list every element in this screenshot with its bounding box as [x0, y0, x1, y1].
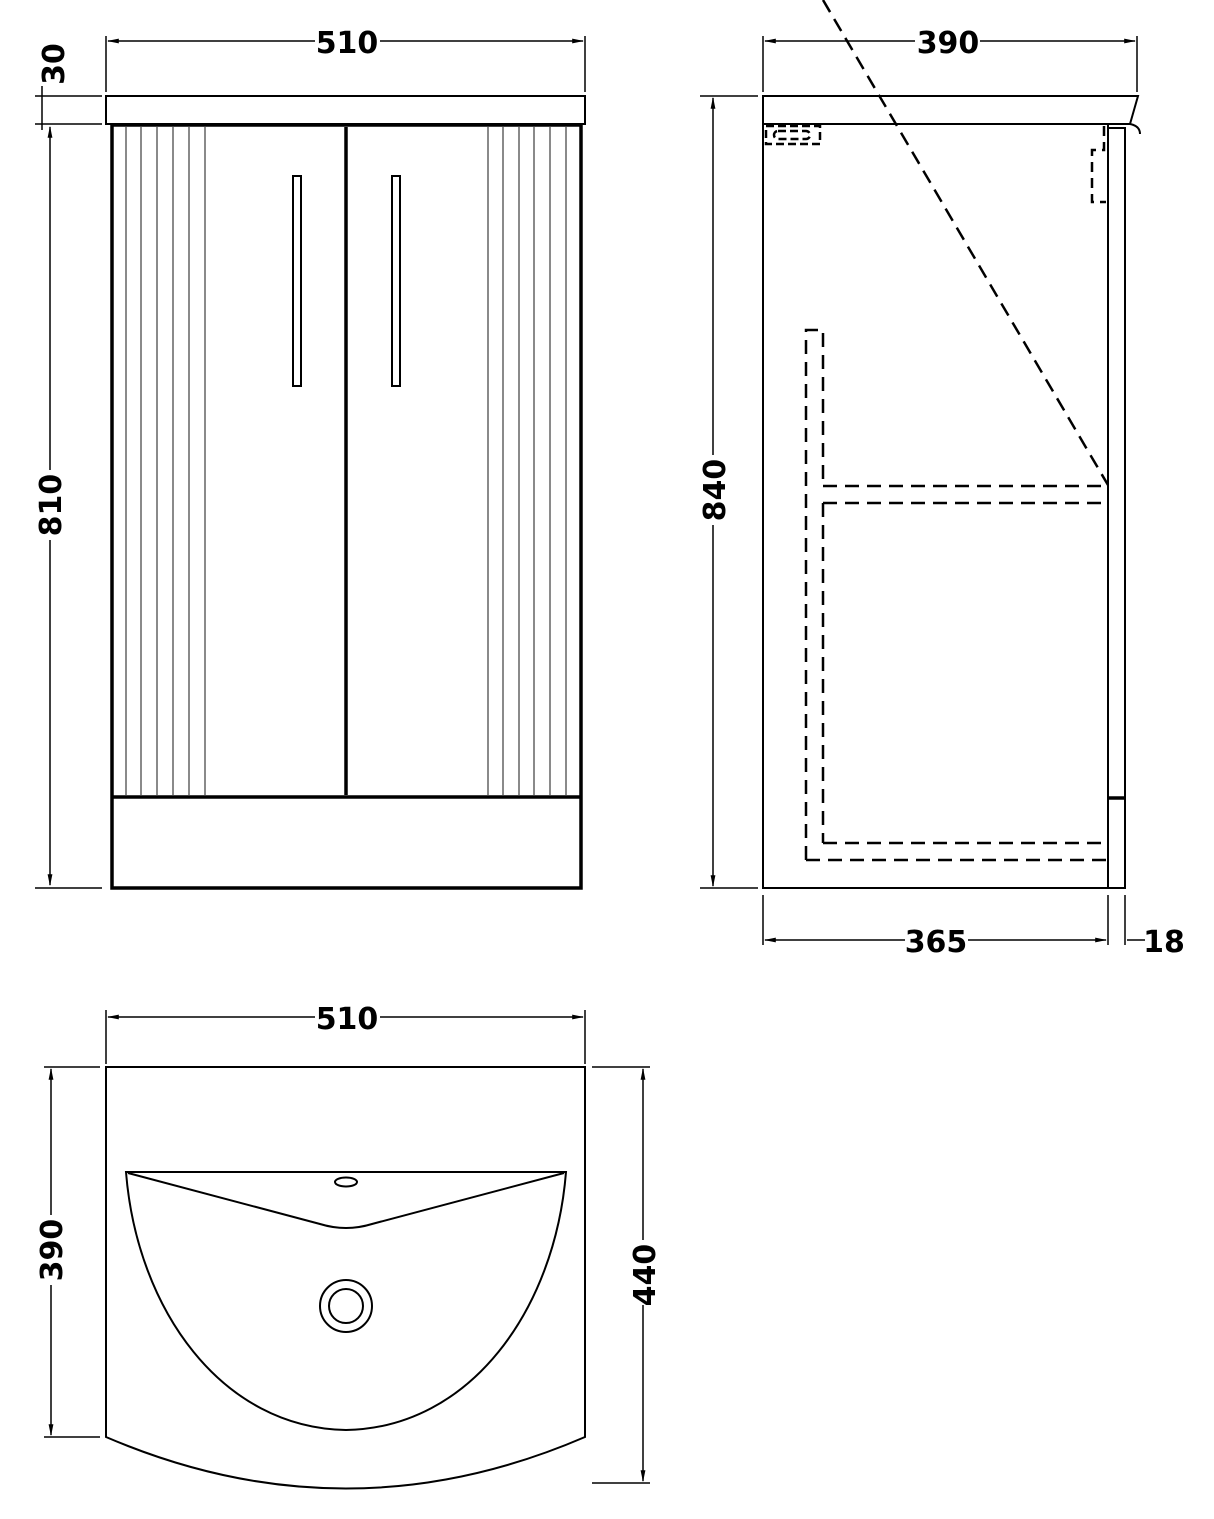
- basin-top-slab: [105, 95, 586, 125]
- left-door-handle: [292, 175, 302, 387]
- door-thickness-label: 18: [1143, 925, 1185, 960]
- side-carcass: [762, 124, 1108, 889]
- basin-bowl: [124, 1171, 568, 1432]
- basin-tap-ledge: [127, 1172, 565, 1229]
- right-door-handle: [391, 175, 401, 387]
- side-door-panel: [1107, 127, 1126, 889]
- waste-outer-ring: [319, 1279, 373, 1333]
- side-height-label: 840: [698, 459, 733, 522]
- basin-width-dimension: 510: [105, 1002, 586, 1064]
- cabinet-carcass: [110, 123, 583, 890]
- basin-plan-view: 510 390 440: [35, 1002, 663, 1490]
- left-door-fluting: [125, 127, 206, 795]
- internal-shelf-hidden: [804, 0, 1110, 862]
- top-thickness-dimension: 30: [35, 43, 102, 130]
- basin-lip: [1129, 123, 1141, 135]
- basin-outline: [105, 1066, 586, 1490]
- cabinet-height-dimension: 810: [34, 125, 102, 889]
- side-height-dimension: 840: [698, 95, 758, 889]
- side-depth-label: 390: [917, 26, 980, 61]
- waste-outlet-hidden: [764, 124, 822, 146]
- basin-width-label: 510: [316, 1002, 379, 1037]
- top-thickness-label: 30: [37, 43, 72, 85]
- front-view: 510 30 810: [34, 26, 586, 890]
- front-width-dimension: 510: [105, 26, 586, 92]
- front-width-label: 510: [316, 26, 379, 61]
- waste-inner-ring: [328, 1288, 364, 1324]
- right-door-fluting: [487, 127, 567, 795]
- side-depth-dimension: 390: [762, 26, 1138, 92]
- cabinet-height-label: 810: [34, 474, 69, 537]
- side-top-slab: [762, 95, 1140, 125]
- carcass-depth-dimension: 365 18: [762, 895, 1185, 960]
- side-view: 390 840: [698, 0, 1185, 960]
- basin-side-depth-label: 390: [35, 1219, 70, 1282]
- basin-centre-depth-dimension: 440: [592, 1066, 663, 1484]
- basin-bowl-hidden: [1090, 126, 1106, 204]
- basin-centre-depth-label: 440: [628, 1244, 663, 1307]
- carcass-depth-label: 365: [905, 925, 968, 960]
- tap-hole: [334, 1176, 358, 1188]
- basin-side-depth-dimension: 390: [35, 1066, 100, 1438]
